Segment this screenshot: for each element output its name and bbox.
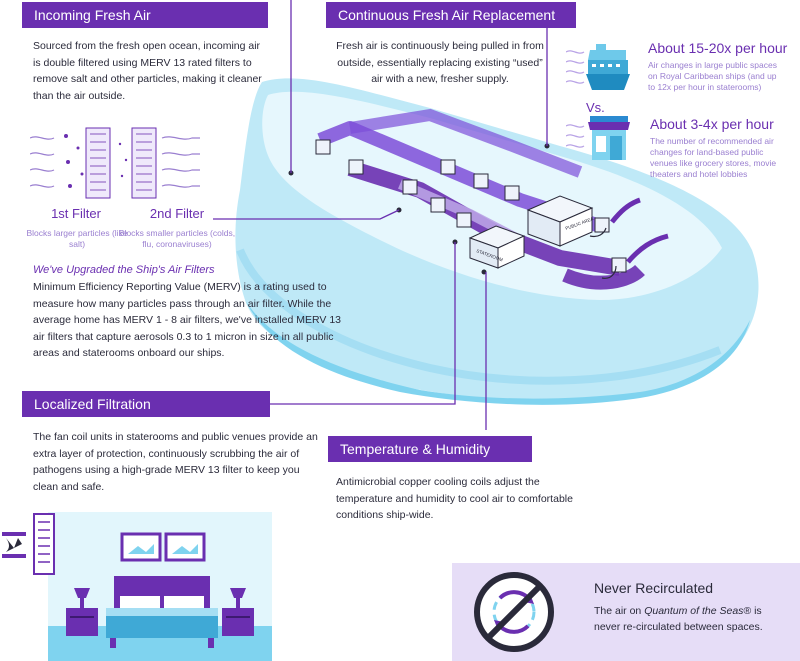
- land-rate: About 3-4x per hour: [650, 116, 774, 132]
- nightstand-left: [66, 588, 98, 636]
- filter-unit: [315, 139, 331, 155]
- stateroom-illustration: [2, 512, 272, 661]
- duct-upper-branch: [349, 108, 583, 178]
- no-recirculation-icon: [474, 572, 554, 652]
- leader-dot: [481, 269, 487, 275]
- continuous-banner: Continuous Fresh Air Replacement: [326, 2, 576, 28]
- continuous-text: Fresh air is continuously being pulled i…: [336, 40, 544, 85]
- arrow-icon: [589, 227, 607, 238]
- first-filter-desc: Blocks larger particles (like salt): [26, 228, 128, 249]
- merv-text: Minimum Efficiency Reporting Value (MERV…: [33, 281, 342, 359]
- continuous-title: Continuous Fresh Air Replacement: [338, 7, 556, 23]
- exhaust-curl: [610, 197, 641, 224]
- wall-frames: [120, 532, 206, 562]
- stateroom-box: STATEROOM: [468, 225, 526, 269]
- localized-title: Localized Filtration: [34, 396, 151, 412]
- second-filter-desc: Blocks smaller particles (colds, flu, co…: [118, 228, 236, 249]
- localized-text: The fan coil units in staterooms and pub…: [33, 431, 318, 493]
- filter-illustration: [30, 127, 200, 199]
- vs-label: Vs.: [586, 100, 605, 115]
- store-icon: [566, 116, 630, 160]
- never-text: The air on Quantum of the Seas® is never…: [594, 603, 786, 635]
- second-filter-panel: [131, 127, 157, 199]
- never-text-after: ® is never re-circulated between spaces.: [594, 605, 763, 633]
- never-title: Never Recirculated: [594, 580, 714, 596]
- filter-units: [315, 139, 627, 273]
- filter-unit: [594, 217, 610, 233]
- incoming-title: Incoming Fresh Air: [34, 7, 151, 23]
- cruise-ship-icon: [566, 44, 630, 90]
- ship-hull-shade: [245, 300, 750, 405]
- comparison-icons: [566, 44, 630, 160]
- never-text-before: The air on: [594, 605, 645, 617]
- flow-arrows: [589, 227, 617, 279]
- fan-coil-icon: [2, 513, 55, 575]
- public-area-box: PUBLIC AREA: [526, 195, 594, 247]
- filter-unit: [440, 159, 456, 175]
- ship-waterline: [236, 248, 722, 385]
- second-filter-title: 2nd Filter: [149, 206, 205, 221]
- merv-heading: We've Upgraded the Ship's Air Filters: [33, 264, 215, 276]
- bed: [106, 576, 218, 648]
- temperature-text: Antimicrobial copper cooling coils adjus…: [336, 476, 573, 521]
- leader-line: [213, 209, 400, 220]
- filter-unit: [430, 197, 446, 213]
- ship-rate: About 15-20x per hour: [648, 40, 788, 56]
- arrow-icon: [601, 265, 617, 279]
- filter-unit: [504, 185, 520, 201]
- never-ship-name: Quantum of the Seas: [644, 605, 744, 617]
- nightstand-right: [222, 588, 254, 636]
- incoming-text: Sourced from the fresh open ocean, incom…: [33, 40, 262, 102]
- localized-banner: Localized Filtration: [22, 391, 270, 417]
- first-filter-title: 1st Filter: [51, 206, 101, 221]
- first-filter-panel: [85, 127, 111, 199]
- filter-unit: [348, 159, 364, 175]
- filter-unit: [456, 212, 472, 228]
- duct-exhaust: [562, 264, 645, 290]
- incoming-banner: Incoming Fresh Air: [22, 2, 268, 28]
- ship-rate-desc: Air changes in large public spaces on Ro…: [648, 60, 777, 92]
- temperature-banner: Temperature & Humidity: [328, 436, 532, 462]
- exhaust-curl: [626, 233, 669, 264]
- filter-unit: [611, 257, 627, 273]
- temperature-title: Temperature & Humidity: [340, 441, 491, 457]
- land-rate-desc: The number of recommended air changes fo…: [650, 136, 777, 179]
- filter-unit: [402, 179, 418, 195]
- filter-unit: [473, 173, 489, 189]
